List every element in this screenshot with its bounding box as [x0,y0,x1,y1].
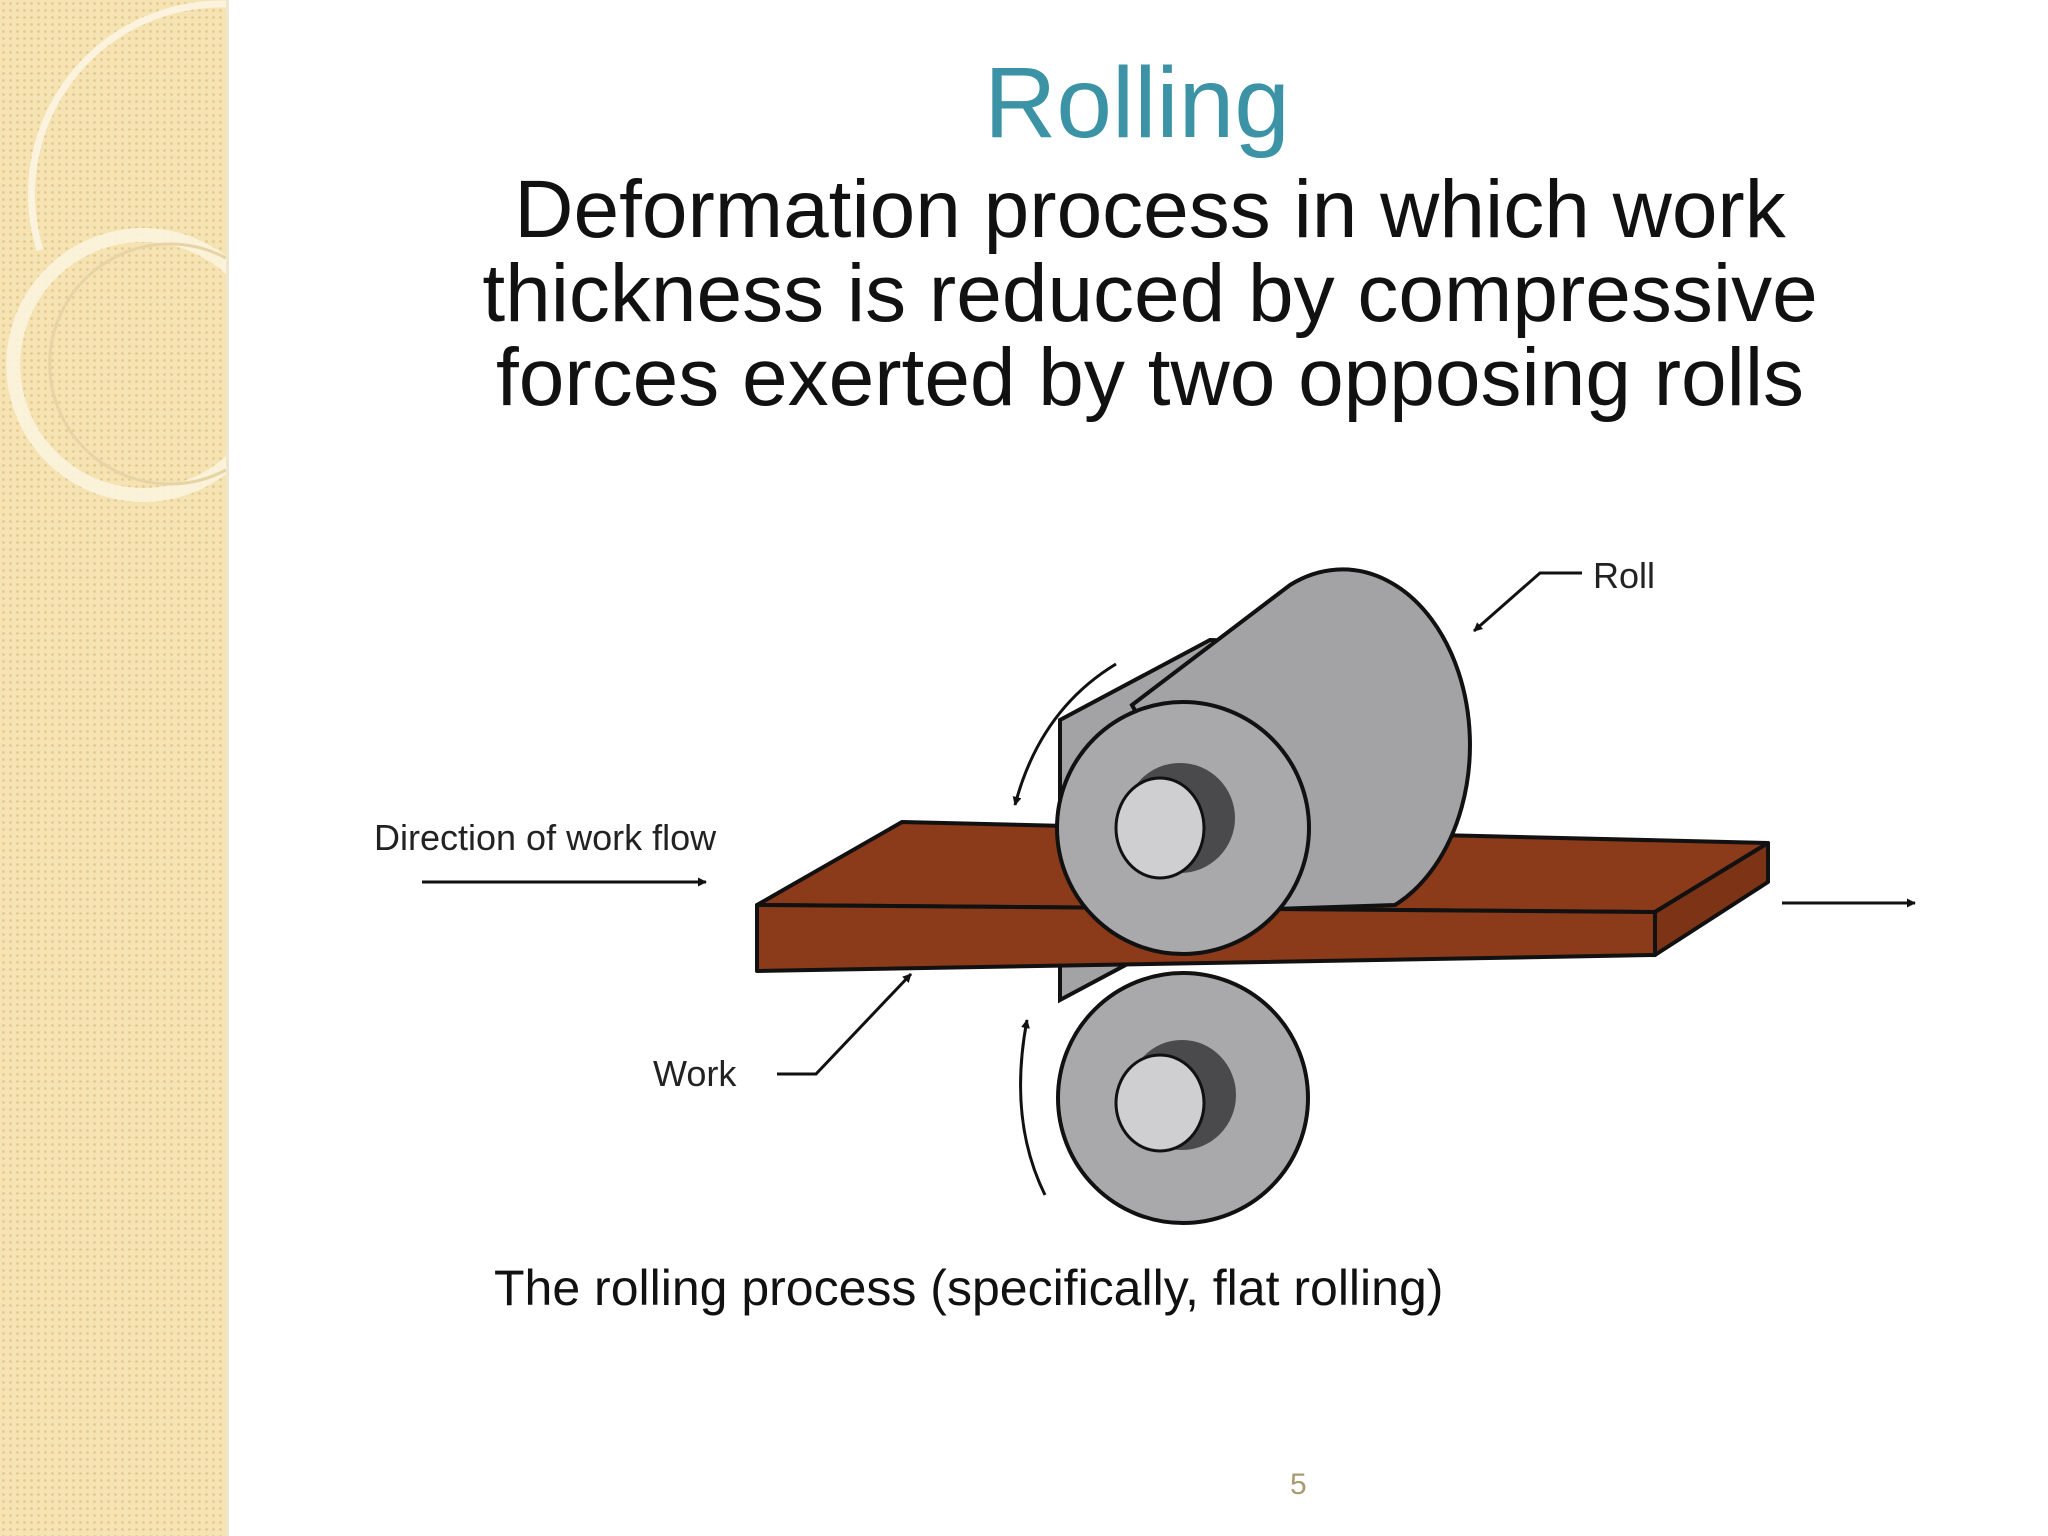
upper-roll-shaft [1114,776,1206,880]
lower-roll-shaft [1114,1053,1206,1153]
ring-arc-large [28,0,226,252]
diagram-caption: The rolling process (specifically, flat … [494,1260,1444,1316]
lower-rotation-arrow [1019,1019,1047,1196]
direction-label: Direction of work flow [374,817,717,858]
work-label: Work [653,1053,737,1094]
work-leader-line [777,972,913,1076]
roll-leader-line [1473,571,1582,633]
upper-roll [1055,567,1472,956]
upper-rotation-arrow [1012,662,1117,806]
slide-body: Deformation process in which work thickn… [482,164,1818,423]
page-number: 5 [1290,1468,1307,1501]
ring-arc-shadow [48,242,226,486]
roll-label: Roll [1593,555,1655,596]
decorative-rings [6,0,226,502]
ring-arc-small [6,228,226,502]
slide-title: Rolling [984,47,1290,159]
work-end-face [1653,841,1770,957]
side-panel [0,0,229,1536]
